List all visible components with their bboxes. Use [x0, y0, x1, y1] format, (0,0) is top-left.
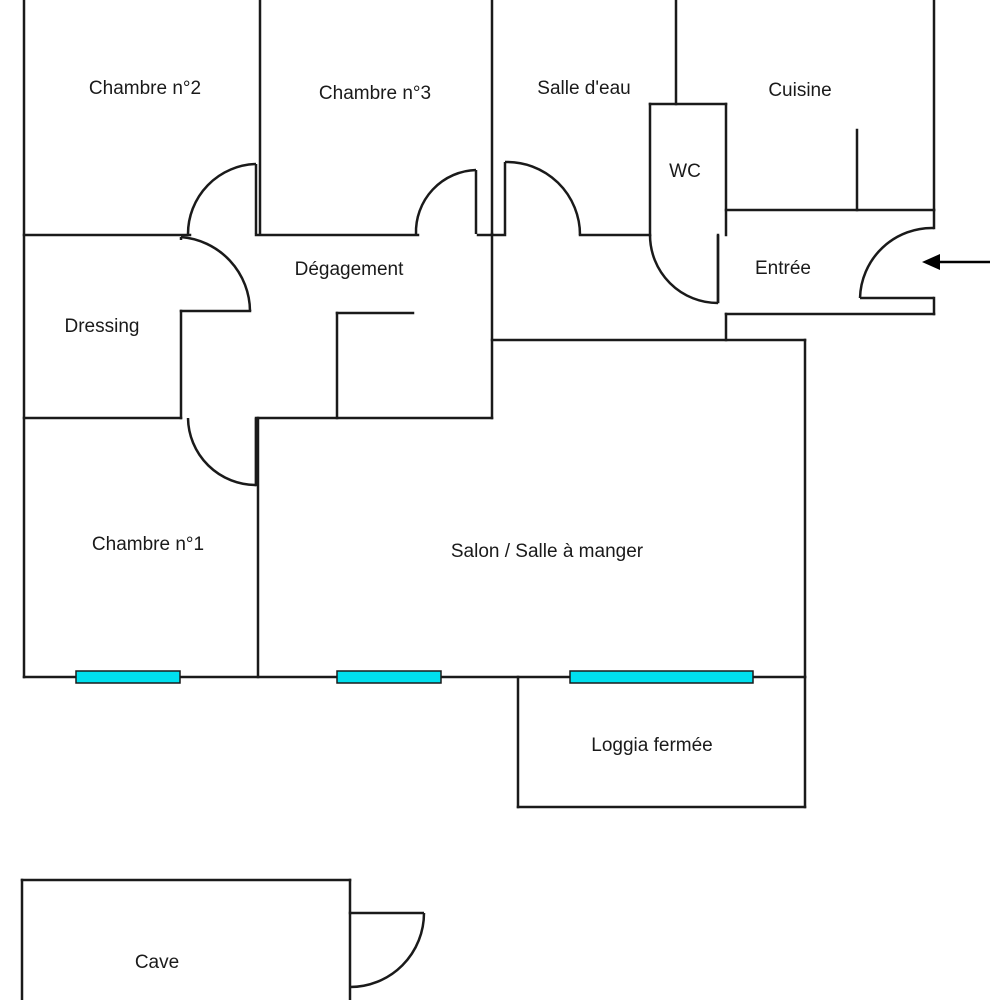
windows	[75, 670, 754, 684]
label-wc: WC	[669, 161, 701, 182]
window-chambre1	[75, 670, 181, 684]
label-dressing: Dressing	[65, 316, 140, 337]
label-entree: Entrée	[755, 258, 811, 279]
label-salle-eau: Salle d'eau	[537, 78, 630, 99]
label-degagement: Dégagement	[295, 259, 405, 280]
label-cuisine: Cuisine	[768, 80, 831, 101]
door-chambre2	[186, 162, 258, 235]
label-chambre2: Chambre n°2	[89, 78, 201, 99]
label-cave: Cave	[135, 952, 179, 973]
door-chambre3	[414, 168, 478, 235]
window-salon-right	[569, 670, 754, 684]
window-salon-left	[336, 670, 442, 684]
label-loggia: Loggia fermée	[591, 735, 712, 756]
door-entree	[858, 226, 935, 300]
room-labels: Chambre n°2 Chambre n°3 Salle d'eau Cuis…	[65, 78, 832, 973]
door-chambre1	[186, 417, 258, 487]
label-chambre3: Chambre n°3	[319, 83, 431, 104]
doors	[179, 160, 935, 989]
walls	[20, 0, 936, 1000]
label-chambre1: Chambre n°1	[92, 534, 204, 555]
door-dressing	[179, 235, 252, 312]
entry-arrow-icon	[922, 254, 990, 270]
label-salon: Salon / Salle à manger	[451, 541, 644, 562]
door-cave	[349, 911, 426, 989]
door-wc	[648, 234, 720, 305]
door-salle-eau	[503, 160, 582, 236]
